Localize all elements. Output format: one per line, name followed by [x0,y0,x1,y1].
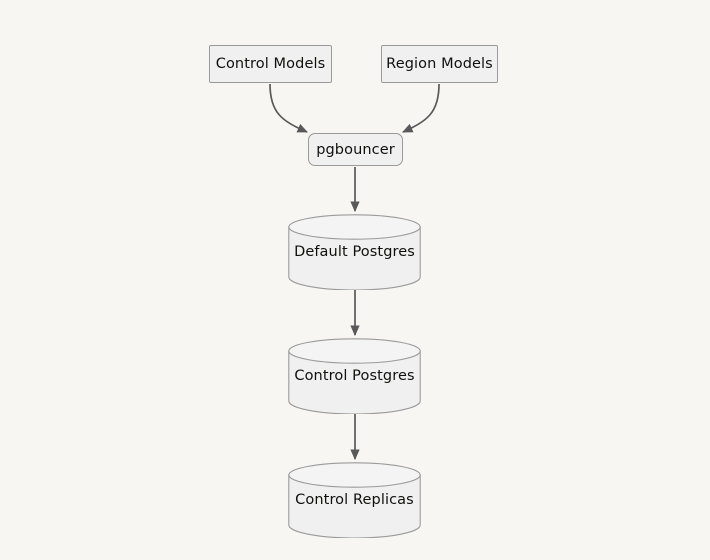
node-pgbouncer[interactable]: pgbouncer [308,133,403,166]
node-region-models[interactable]: Region Models [381,45,498,83]
node-control-replicas-label: Control Replicas [295,492,414,508]
edge-control-models-pgbouncer [269,83,308,133]
edge-region-models-pgbouncer [402,83,440,133]
node-control-postgres[interactable]: Control Postgres [288,338,421,414]
node-control-models[interactable]: Control Models [209,45,332,83]
node-control-replicas[interactable]: Control Replicas [288,462,421,538]
cylinder-shape [288,214,421,290]
node-pgbouncer-label: pgbouncer [316,141,395,158]
cylinder-shape [288,338,421,414]
node-default-postgres[interactable]: Default Postgres [288,214,421,290]
cylinder-shape [288,462,421,538]
node-control-models-label: Control Models [215,56,326,72]
node-region-models-label: Region Models [386,56,493,72]
node-default-postgres-label: Default Postgres [294,244,415,260]
node-control-postgres-label: Control Postgres [294,368,415,384]
